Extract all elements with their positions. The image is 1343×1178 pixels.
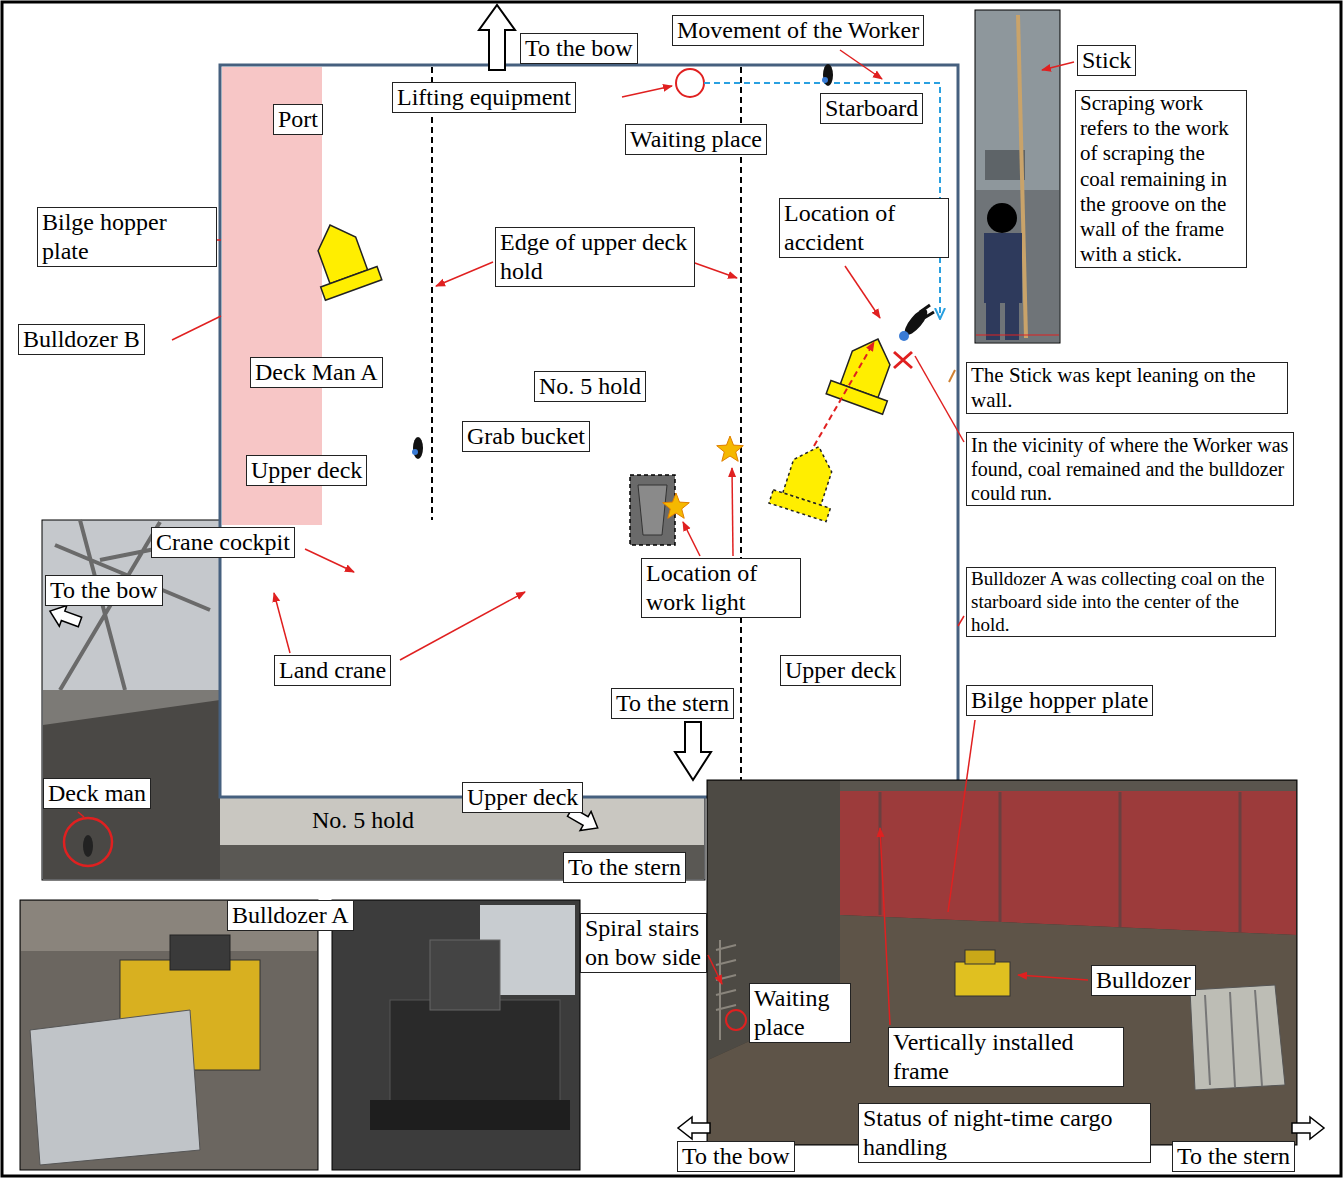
label-text: Waiting place — [630, 125, 762, 154]
label-box: Movement of the Worker — [672, 15, 924, 46]
label-box: To the bow — [520, 33, 638, 64]
bulldozer-photo — [20, 900, 580, 1170]
label-box: Lifting equipment — [392, 82, 576, 113]
label-text: Spiral stairs on bow side — [585, 914, 702, 972]
label-box: Bulldozer A was collecting coal on the s… — [966, 567, 1276, 637]
label-text: To the stern — [568, 853, 681, 882]
label-box: Status of night-time cargo handling — [858, 1103, 1151, 1163]
label-box: Spiral stairs on bow side — [580, 913, 707, 973]
stick-photo — [975, 10, 1060, 343]
label-text: Crane cockpit — [156, 528, 290, 557]
label-text: Bilge hopper plate — [971, 686, 1148, 715]
label-text: Port — [278, 105, 318, 134]
label-text: Movement of the Worker — [677, 16, 919, 45]
label-text: Upper deck — [251, 456, 362, 485]
label-text: To the bow — [525, 34, 633, 63]
label-box: Deck man — [43, 778, 151, 809]
label-box: The Stick was kept leaning on the wall. — [966, 362, 1288, 414]
label-text: Bilge hopper plate — [42, 208, 212, 266]
label-text: Land crane — [279, 656, 386, 685]
label-box: Location of accident — [779, 198, 949, 258]
label-box: Land crane — [274, 655, 391, 686]
photo-label: No. 5 hold — [312, 806, 414, 835]
label-text: Edge of upper deck hold — [500, 228, 690, 286]
label-text: No. 5 hold — [539, 372, 641, 401]
label-text: Starboard — [825, 94, 918, 123]
night-photo — [707, 780, 1297, 1145]
label-box: Vertically installed frame — [888, 1027, 1124, 1087]
label-text: Location of work light — [646, 559, 796, 617]
label-box: Bulldozer A — [227, 900, 354, 931]
label-box: Grab bucket — [462, 421, 590, 452]
label-box: Stick — [1077, 45, 1136, 76]
label-box: To the bow — [677, 1141, 795, 1172]
label-box: Crane cockpit — [151, 527, 295, 558]
label-text: Upper deck — [467, 783, 578, 812]
label-text: Deck Man A — [255, 358, 378, 387]
label-box: To the bow — [45, 575, 163, 606]
label-text: To the stern — [616, 689, 729, 718]
label-box: Bulldozer B — [18, 324, 145, 355]
label-box: Location of work light — [641, 558, 801, 618]
label-text: Vertically installed frame — [893, 1028, 1119, 1086]
label-box: Upper deck — [246, 455, 367, 486]
label-box: To the stern — [1172, 1141, 1295, 1172]
label-text: In the vicinity of where the Worker was … — [971, 433, 1289, 505]
label-box: In the vicinity of where the Worker was … — [966, 432, 1294, 506]
label-text: Lifting equipment — [397, 83, 571, 112]
label-box: Port — [273, 104, 323, 135]
label-box: Bulldozer — [1091, 965, 1196, 996]
label-box: To the stern — [563, 852, 686, 883]
label-box: Upper deck — [780, 655, 901, 686]
label-box: Scraping work refers to the work of scra… — [1075, 90, 1247, 268]
label-box: Waiting place — [625, 124, 767, 155]
label-text: Bulldozer A — [232, 901, 349, 930]
label-text: To the bow — [682, 1142, 790, 1171]
label-box: Upper deck — [462, 782, 583, 813]
label-text: Grab bucket — [467, 422, 585, 451]
label-text: Bulldozer A was collecting coal on the s… — [971, 568, 1271, 636]
label-text: Location of accident — [784, 199, 944, 257]
label-text: Upper deck — [785, 656, 896, 685]
label-text: Scraping work refers to the work of scra… — [1080, 91, 1242, 267]
label-text: Status of night-time cargo handling — [863, 1104, 1146, 1162]
label-box: To the stern — [611, 688, 734, 719]
label-text: Bulldozer B — [23, 325, 140, 354]
label-text: To the stern — [1177, 1142, 1290, 1171]
label-box: Bilge hopper plate — [966, 685, 1153, 716]
label-box: Bilge hopper plate — [37, 207, 217, 267]
label-text: Bulldozer — [1096, 966, 1191, 995]
label-box: No. 5 hold — [534, 371, 646, 402]
label-text: Waiting place — [754, 984, 846, 1042]
label-text: The Stick was kept leaning on the wall. — [971, 363, 1283, 413]
label-box: Starboard — [820, 93, 923, 124]
label-box: Waiting place — [749, 983, 851, 1043]
label-text: Stick — [1082, 46, 1131, 75]
label-box: Deck Man A — [250, 357, 383, 388]
label-text: Deck man — [48, 779, 146, 808]
label-text: To the bow — [50, 576, 158, 605]
label-box: Edge of upper deck hold — [495, 227, 695, 287]
